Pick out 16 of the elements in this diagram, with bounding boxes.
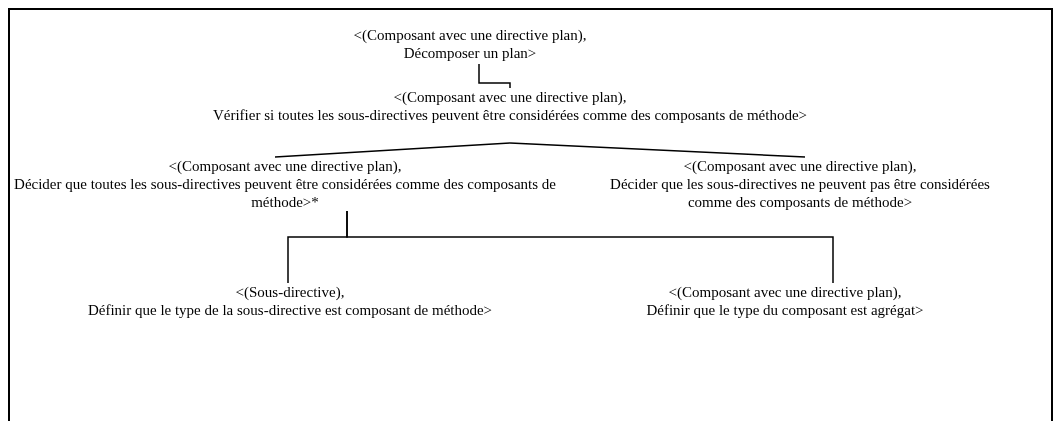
node-text: Vérifier si toutes les sous-directives peuvent être considérées comme des composants de méthode> xyxy=(212,106,808,124)
node-text: Décider que toutes les sous-directives peuvent être considérées comme des composants de méthode>* xyxy=(13,175,557,211)
connector-line xyxy=(346,210,834,284)
node-text: <(Composant avec une directive plan), xyxy=(168,157,402,175)
node-text: Définir que le type du composant est agrégat> xyxy=(646,301,924,319)
node-text: Définir que le type de la sous-directive est composant de méthode> xyxy=(87,301,493,319)
node-text: <(Sous-directive), xyxy=(235,283,345,301)
connector-line xyxy=(478,63,511,89)
node-text: Décomposer un plan> xyxy=(403,44,537,62)
node-text: Décider que les sous-directives ne peuvent pas être considérées comme des composants de méthode> xyxy=(609,175,991,211)
node-text: <(Composant avec une directive plan), xyxy=(353,26,587,44)
node-text: <(Composant avec une directive plan), xyxy=(668,283,902,301)
node-text: <(Composant avec une directive plan), xyxy=(683,157,917,175)
node-text: <(Composant avec une directive plan), xyxy=(393,88,627,106)
connector-line xyxy=(274,142,511,158)
connector-line xyxy=(509,142,806,158)
